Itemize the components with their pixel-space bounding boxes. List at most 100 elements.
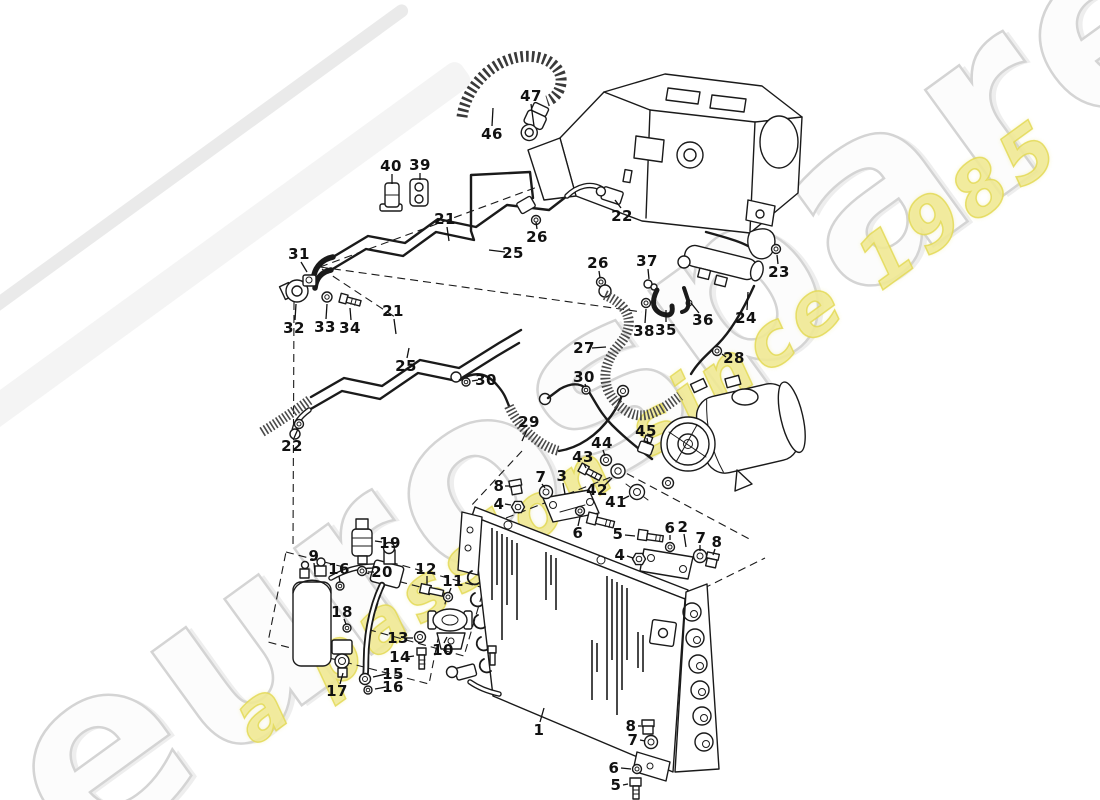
label-leader-line — [443, 636, 448, 644]
label-leader-line — [293, 428, 299, 439]
lower-right-hardware — [629, 719, 659, 800]
part-number-label: 9 — [309, 547, 320, 565]
fittings-41-45 — [577, 434, 675, 501]
part-number-label: 14 — [389, 648, 411, 666]
label-leader-line — [448, 587, 452, 594]
corrugated-hose — [456, 50, 567, 142]
part-number-label: 36 — [692, 311, 714, 329]
label-leader-line — [372, 673, 387, 678]
part-number-label: 6 — [573, 524, 584, 542]
valve-group — [278, 274, 362, 307]
refrigerant-pipes-upper — [311, 168, 633, 291]
label-leader-line — [721, 353, 727, 358]
part-number-label: 39 — [409, 156, 431, 174]
part-number-label: 19 — [379, 534, 401, 552]
part-number-label: 24 — [735, 309, 757, 327]
part-number-label: 25 — [395, 357, 417, 375]
part-number-label: 16 — [382, 678, 404, 696]
part-number-label: 22 — [611, 207, 633, 225]
part-number-label: 4 — [615, 546, 626, 564]
part-number-label: 27 — [573, 339, 595, 357]
compressor — [660, 374, 806, 492]
refrigerant-pipes-lower — [259, 328, 523, 440]
part-number-label: 8 — [712, 533, 723, 551]
label-leader-line — [488, 249, 506, 253]
part-number-label: 32 — [283, 319, 305, 337]
label-leader-line — [646, 437, 649, 445]
label-leader-line — [598, 270, 601, 279]
label-leader-line — [690, 302, 700, 314]
part-number-label: 30 — [475, 371, 497, 389]
label-leader-line — [602, 449, 606, 457]
part-number-label: 37 — [636, 252, 658, 270]
strap-clips — [640, 279, 693, 318]
label-leader-line — [620, 767, 632, 770]
part-number-label: 13 — [387, 629, 409, 647]
label-leader-line — [776, 254, 779, 265]
part-number-label: 25 — [502, 244, 524, 262]
part-number-label: 3 — [557, 467, 568, 485]
label-leader-line — [583, 463, 587, 469]
part-number-label: 47 — [520, 87, 542, 105]
label-leader-line — [539, 707, 545, 723]
condenser-inlet-fittings — [445, 645, 502, 697]
label-leader-line — [541, 483, 546, 489]
label-leader-line — [647, 268, 650, 280]
part-number-label: 31 — [288, 245, 310, 263]
part-number-label: 43 — [572, 448, 594, 466]
part-number-label: 2 — [678, 518, 689, 536]
label-leader-line — [626, 555, 634, 559]
label-leader-line — [374, 540, 383, 543]
part-number-label: 26 — [526, 228, 548, 246]
part-number-label: 12 — [415, 560, 437, 578]
part-number-label: 7 — [696, 529, 707, 547]
label-leader-line — [313, 562, 316, 575]
label-leader-line — [343, 618, 347, 625]
label-leader-line — [338, 575, 341, 583]
pipe-clamps — [379, 178, 429, 212]
label-leader-line — [471, 379, 479, 382]
label-leader-line — [406, 347, 410, 359]
part-number-label: 44 — [591, 434, 613, 452]
receiver-drier-group — [292, 518, 473, 695]
part-number-label: 1 — [534, 721, 545, 739]
label-leader-line — [746, 291, 749, 311]
part-number-label: 20 — [371, 563, 393, 581]
part-number-label: 21 — [434, 210, 456, 228]
part-number-label: 15 — [382, 665, 404, 683]
part-number-label: 6 — [665, 519, 676, 537]
pipe-clamp-10 — [427, 608, 473, 650]
label-leader-line — [683, 533, 687, 548]
label-leader-line — [712, 548, 716, 556]
condenser-coils — [682, 602, 714, 752]
label-leader-line — [294, 303, 297, 321]
part-number-label: 26 — [587, 254, 609, 272]
hose-27 — [595, 276, 684, 421]
label-leader-line — [535, 221, 538, 230]
part-number-label: 41 — [605, 493, 627, 511]
part-number-label: 16 — [328, 560, 350, 578]
part-number-label: 7 — [536, 468, 547, 486]
mounting-hardware — [508, 478, 721, 800]
label-leader-line — [530, 103, 535, 127]
label-leader-line — [622, 495, 630, 500]
part-number-label: 34 — [339, 319, 361, 337]
condenser — [445, 506, 720, 782]
evaporator-housing — [527, 73, 803, 234]
hose-fitting — [520, 101, 550, 142]
label-leader-line — [374, 686, 387, 690]
part-number-label: 11 — [442, 572, 464, 590]
label-leader-line — [622, 783, 629, 786]
part-number-label: 33 — [314, 318, 336, 336]
label-leader-line — [562, 482, 566, 495]
label-leader-line — [446, 226, 450, 242]
label-leader-line — [504, 503, 512, 506]
part-number-label: 7 — [628, 731, 639, 749]
label-leader-line — [339, 672, 344, 685]
pipe-30 — [538, 383, 654, 461]
label-leader-line — [614, 199, 622, 209]
label-leader-line — [300, 261, 308, 273]
